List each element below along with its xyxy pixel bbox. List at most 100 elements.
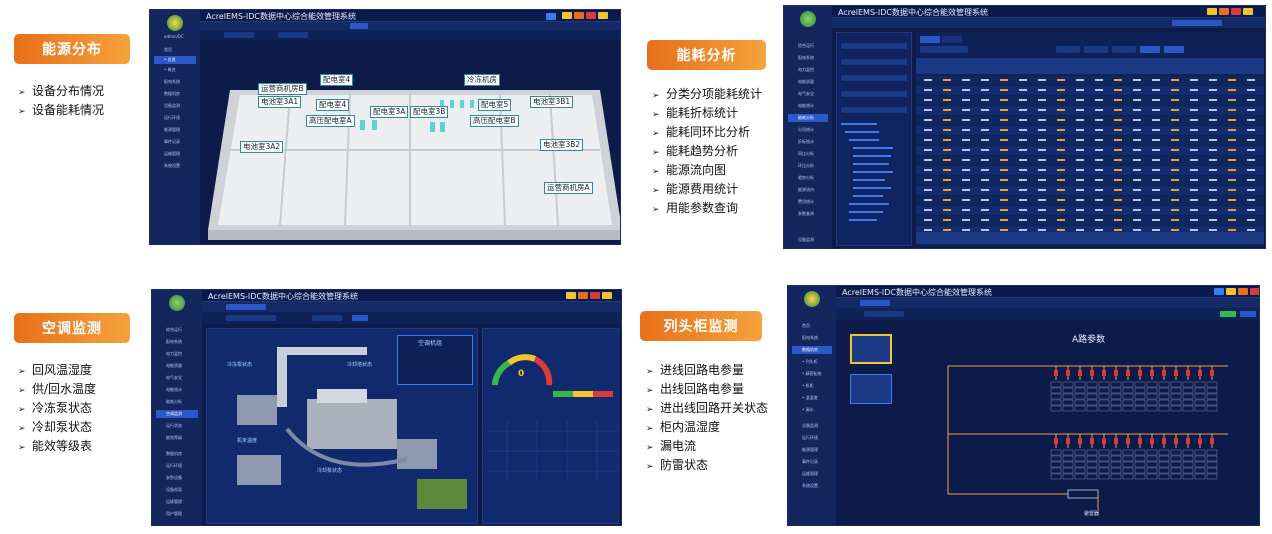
breaker-switch[interactable] bbox=[1126, 370, 1130, 376]
sidebar-item[interactable]: 运维管理 bbox=[164, 151, 180, 156]
sidebar-item[interactable]: • 列头柜 bbox=[802, 359, 818, 364]
sidebar-item[interactable]: 能耗分析 bbox=[788, 114, 828, 122]
sidebar-item[interactable]: 首页 bbox=[164, 47, 172, 52]
sidebar-item[interactable]: 参数查询 bbox=[798, 211, 814, 216]
query-button[interactable] bbox=[352, 315, 368, 321]
sidebar-item[interactable]: 环比分析 bbox=[798, 163, 814, 168]
sidebar-item[interactable]: 安防设备 bbox=[166, 475, 182, 480]
header-button[interactable] bbox=[598, 12, 608, 19]
cabinet-icon[interactable] bbox=[850, 374, 892, 404]
cabinet-icon[interactable] bbox=[850, 334, 892, 364]
sidebar-item[interactable]: 配电系统 bbox=[166, 339, 182, 344]
sidebar-item[interactable]: 设备档案 bbox=[166, 487, 182, 492]
header-button[interactable] bbox=[1250, 288, 1259, 295]
room-label[interactable]: 电池室3B1 bbox=[530, 96, 574, 108]
header-button[interactable] bbox=[1243, 8, 1253, 15]
breaker-switch[interactable] bbox=[1114, 438, 1118, 444]
breaker-switch[interactable] bbox=[1150, 438, 1154, 444]
room-label[interactable]: 配电室3A bbox=[370, 106, 409, 118]
sidebar-item[interactable]: 空调监测 bbox=[156, 410, 198, 418]
breaker-switch[interactable] bbox=[1078, 370, 1082, 376]
room-label[interactable]: 冷冻机房 bbox=[464, 74, 500, 86]
sidebar-item[interactable]: 费用统计 bbox=[798, 199, 814, 204]
sidebar-item[interactable]: 电力监控 bbox=[798, 67, 814, 72]
header-button[interactable] bbox=[1226, 288, 1236, 295]
room-label[interactable]: 电池室3A2 bbox=[240, 141, 284, 153]
breaker-switch[interactable] bbox=[1114, 370, 1118, 376]
breaker-switch[interactable] bbox=[1210, 370, 1214, 376]
sidebar-item[interactable]: 运维管理 bbox=[166, 499, 182, 504]
sidebar-item[interactable]: 配电系统 bbox=[802, 335, 818, 340]
header-button[interactable] bbox=[1238, 288, 1248, 295]
header-button[interactable] bbox=[562, 12, 572, 19]
sidebar-item[interactable]: 电能质量 bbox=[166, 363, 182, 368]
breaker-switch[interactable] bbox=[1162, 370, 1166, 376]
room-label[interactable]: 电池室3A1 bbox=[258, 96, 302, 108]
header-button[interactable] bbox=[574, 12, 584, 19]
sidebar-item[interactable]: 数据机房 bbox=[164, 91, 180, 96]
header-button[interactable] bbox=[1207, 8, 1217, 15]
select[interactable] bbox=[864, 311, 904, 317]
sidebar-item[interactable]: 系统设置 bbox=[164, 163, 180, 168]
sidebar-item[interactable]: • 总览 bbox=[154, 56, 196, 64]
select[interactable] bbox=[841, 75, 907, 81]
room-label[interactable]: 配电室5 bbox=[478, 99, 512, 111]
sidebar-item[interactable]: 首页 bbox=[802, 323, 810, 328]
mode-button[interactable] bbox=[1240, 311, 1256, 317]
sidebar-item[interactable]: 综合运行 bbox=[166, 327, 182, 332]
select[interactable] bbox=[226, 315, 276, 321]
header-button[interactable] bbox=[578, 292, 588, 299]
header-button[interactable] bbox=[590, 292, 600, 299]
tab[interactable] bbox=[350, 23, 368, 29]
sidebar-item[interactable]: 分项统计 bbox=[798, 127, 814, 132]
select[interactable] bbox=[841, 43, 907, 49]
sidebar-item[interactable]: 设备监测 bbox=[798, 237, 814, 242]
select[interactable] bbox=[841, 91, 907, 97]
tab[interactable] bbox=[920, 36, 940, 43]
select[interactable] bbox=[278, 32, 308, 38]
select[interactable] bbox=[312, 315, 342, 321]
room-label[interactable]: 配电室4 bbox=[320, 74, 354, 86]
breaker-switch[interactable] bbox=[1126, 438, 1130, 444]
query-button[interactable] bbox=[1112, 46, 1136, 53]
room-label[interactable]: 运营商机房B bbox=[258, 83, 307, 95]
header-button[interactable] bbox=[1214, 288, 1224, 295]
sidebar-item[interactable]: 设备监测 bbox=[802, 423, 818, 428]
sidebar-item[interactable]: 能耗分析 bbox=[166, 399, 182, 404]
sidebar-item[interactable]: 电力监控 bbox=[166, 351, 182, 356]
breaker-switch[interactable] bbox=[1054, 438, 1058, 444]
breaker-switch[interactable] bbox=[1090, 438, 1094, 444]
breaker-switch[interactable] bbox=[1066, 370, 1070, 376]
breaker-switch[interactable] bbox=[1150, 370, 1154, 376]
breaker-switch[interactable] bbox=[1078, 438, 1082, 444]
sidebar-item[interactable]: 运行环境 bbox=[166, 463, 182, 468]
sidebar-item[interactable]: 电能质量 bbox=[798, 79, 814, 84]
sidebar-item[interactable]: 设备监测 bbox=[164, 103, 180, 108]
sidebar-item[interactable]: 事件记录 bbox=[164, 139, 180, 144]
breaker-switch[interactable] bbox=[1198, 370, 1202, 376]
breaker-switch[interactable] bbox=[1198, 438, 1202, 444]
sidebar-item[interactable]: 运维管理 bbox=[802, 471, 818, 476]
sidebar-item[interactable]: 用户管理 bbox=[166, 511, 182, 516]
sidebar-item[interactable]: 运行环境 bbox=[802, 435, 818, 440]
breaker-switch[interactable] bbox=[1066, 438, 1070, 444]
header-button[interactable] bbox=[586, 12, 596, 19]
mode-button[interactable] bbox=[1220, 311, 1236, 317]
sidebar-item[interactable]: 电气安全 bbox=[798, 91, 814, 96]
tab[interactable] bbox=[1172, 20, 1222, 26]
breaker-switch[interactable] bbox=[1138, 438, 1142, 444]
export-button[interactable] bbox=[1140, 46, 1160, 53]
breaker-switch[interactable] bbox=[1174, 370, 1178, 376]
sidebar-item[interactable]: • 精密配电 bbox=[802, 371, 822, 376]
sidebar-item[interactable]: 数据机房 bbox=[792, 346, 832, 354]
sidebar-item[interactable]: 数据机房 bbox=[166, 451, 182, 456]
sidebar-item[interactable]: • 机柜 bbox=[802, 383, 814, 388]
sidebar-item[interactable]: • 漏水 bbox=[802, 407, 814, 412]
sidebar-item[interactable]: 配电系统 bbox=[798, 55, 814, 60]
breaker-switch[interactable] bbox=[1210, 438, 1214, 444]
sidebar-item[interactable]: 综合运行 bbox=[798, 43, 814, 48]
next-button[interactable] bbox=[1084, 46, 1108, 53]
sidebar-item[interactable]: 事件记录 bbox=[802, 459, 818, 464]
tab[interactable] bbox=[860, 300, 890, 306]
search-input[interactable] bbox=[841, 107, 907, 113]
